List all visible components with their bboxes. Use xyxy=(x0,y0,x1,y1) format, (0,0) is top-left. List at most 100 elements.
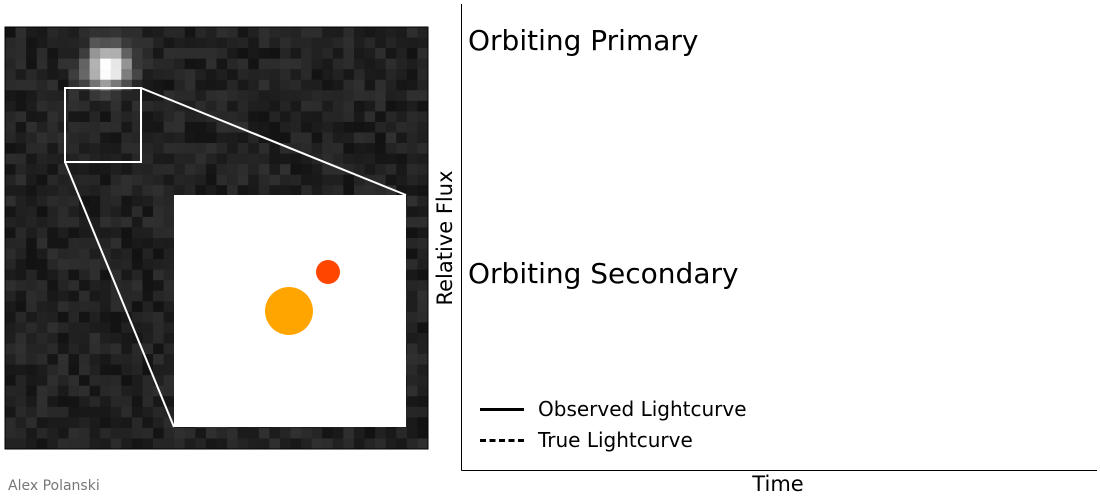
noise-pixel xyxy=(174,27,186,38)
noise-pixel xyxy=(343,174,355,186)
noise-pixel xyxy=(396,164,408,176)
noise-pixel xyxy=(163,364,175,376)
noise-pixel xyxy=(153,406,165,418)
noise-pixel xyxy=(36,385,48,397)
noise-pixel xyxy=(332,90,344,102)
noise-pixel xyxy=(5,143,16,154)
noise-pixel xyxy=(142,354,154,365)
noise-pixel xyxy=(269,427,281,439)
noise-pixel xyxy=(79,111,90,123)
noise-pixel xyxy=(174,174,186,186)
noise-pixel xyxy=(26,27,38,38)
noise-pixel xyxy=(79,58,90,70)
noise-pixel xyxy=(5,48,16,60)
noise-pixel xyxy=(100,385,112,397)
primary-star-circle xyxy=(265,287,313,335)
noise-pixel xyxy=(311,438,323,450)
noise-pixel xyxy=(216,37,228,49)
noise-pixel xyxy=(184,153,196,165)
noise-pixel xyxy=(110,185,122,197)
noise-pixel xyxy=(110,153,122,165)
noise-pixel xyxy=(163,58,175,70)
noise-pixel xyxy=(36,259,48,271)
noise-pixel xyxy=(131,406,143,418)
noise-pixel xyxy=(100,406,112,418)
noise-pixel xyxy=(26,375,38,387)
noise-pixel xyxy=(36,132,48,144)
noise-pixel xyxy=(47,427,59,439)
noise-pixel xyxy=(142,427,154,439)
noise-pixel xyxy=(396,143,408,154)
noise-pixel xyxy=(57,364,69,376)
noise-pixel xyxy=(79,332,90,344)
noise-pixel xyxy=(57,185,69,197)
noise-pixel xyxy=(195,438,207,450)
noise-pixel xyxy=(110,58,122,70)
noise-pixel xyxy=(290,58,302,70)
noise-pixel xyxy=(301,164,313,176)
noise-pixel xyxy=(301,69,313,81)
image-frame xyxy=(4,26,429,450)
noise-pixel xyxy=(332,174,344,186)
noise-pixel xyxy=(163,227,175,239)
noise-pixel xyxy=(110,216,122,228)
noise-pixel xyxy=(163,195,175,207)
noise-pixel xyxy=(89,79,101,91)
noise-pixel xyxy=(68,259,80,271)
noise-pixel xyxy=(216,27,228,38)
noise-pixel xyxy=(79,259,90,271)
noise-pixel xyxy=(269,48,281,60)
noise-pixel xyxy=(47,79,59,91)
noise-pixel xyxy=(57,100,69,112)
noise-pixel xyxy=(406,48,418,60)
noise-pixel xyxy=(237,100,249,112)
noise-pixel xyxy=(258,153,270,165)
noise-pixel xyxy=(322,174,334,186)
noise-pixel xyxy=(121,143,133,154)
noise-pixel xyxy=(375,438,387,450)
noise-pixel xyxy=(248,427,260,439)
noise-pixel xyxy=(301,90,313,102)
noise-pixel xyxy=(163,185,175,197)
noise-pixel xyxy=(385,438,397,450)
noise-pixel xyxy=(332,111,344,123)
noise-pixel xyxy=(184,185,196,197)
noise-pixel xyxy=(311,174,323,186)
noise-pixel xyxy=(417,269,429,281)
noise-pixel xyxy=(100,37,112,49)
noise-pixel xyxy=(195,143,207,154)
noise-pixel xyxy=(131,280,143,292)
noise-pixel xyxy=(121,185,133,197)
noise-pixel xyxy=(15,143,27,154)
noise-pixel xyxy=(142,248,154,260)
noise-pixel xyxy=(396,100,408,112)
noise-pixel xyxy=(227,132,239,144)
noise-pixel xyxy=(417,37,429,49)
noise-pixel xyxy=(57,438,69,450)
noise-pixel xyxy=(110,132,122,144)
noise-pixel xyxy=(311,100,323,112)
noise-pixel xyxy=(131,354,143,365)
noise-pixel xyxy=(36,121,48,133)
noise-pixel xyxy=(79,90,90,102)
noise-pixel xyxy=(47,121,59,133)
noise-pixel xyxy=(121,259,133,271)
noise-pixel xyxy=(301,58,313,70)
star-image-panel: Alex Polanski xyxy=(0,0,440,500)
noise-pixel xyxy=(142,259,154,271)
noise-pixel xyxy=(248,90,260,102)
noise-pixel xyxy=(353,37,365,49)
noise-pixel xyxy=(57,238,69,249)
noise-pixel xyxy=(248,121,260,133)
noise-pixel xyxy=(36,417,48,429)
noise-pixel xyxy=(332,121,344,133)
noise-pixel xyxy=(227,100,239,112)
noise-pixel xyxy=(290,37,302,49)
noise-pixel xyxy=(279,79,291,91)
noise-pixel xyxy=(79,311,90,323)
noise-pixel xyxy=(184,58,196,70)
noise-pixel xyxy=(417,227,429,239)
noise-pixel xyxy=(57,121,69,133)
noise-pixel xyxy=(227,58,239,70)
noise-pixel xyxy=(57,343,69,355)
